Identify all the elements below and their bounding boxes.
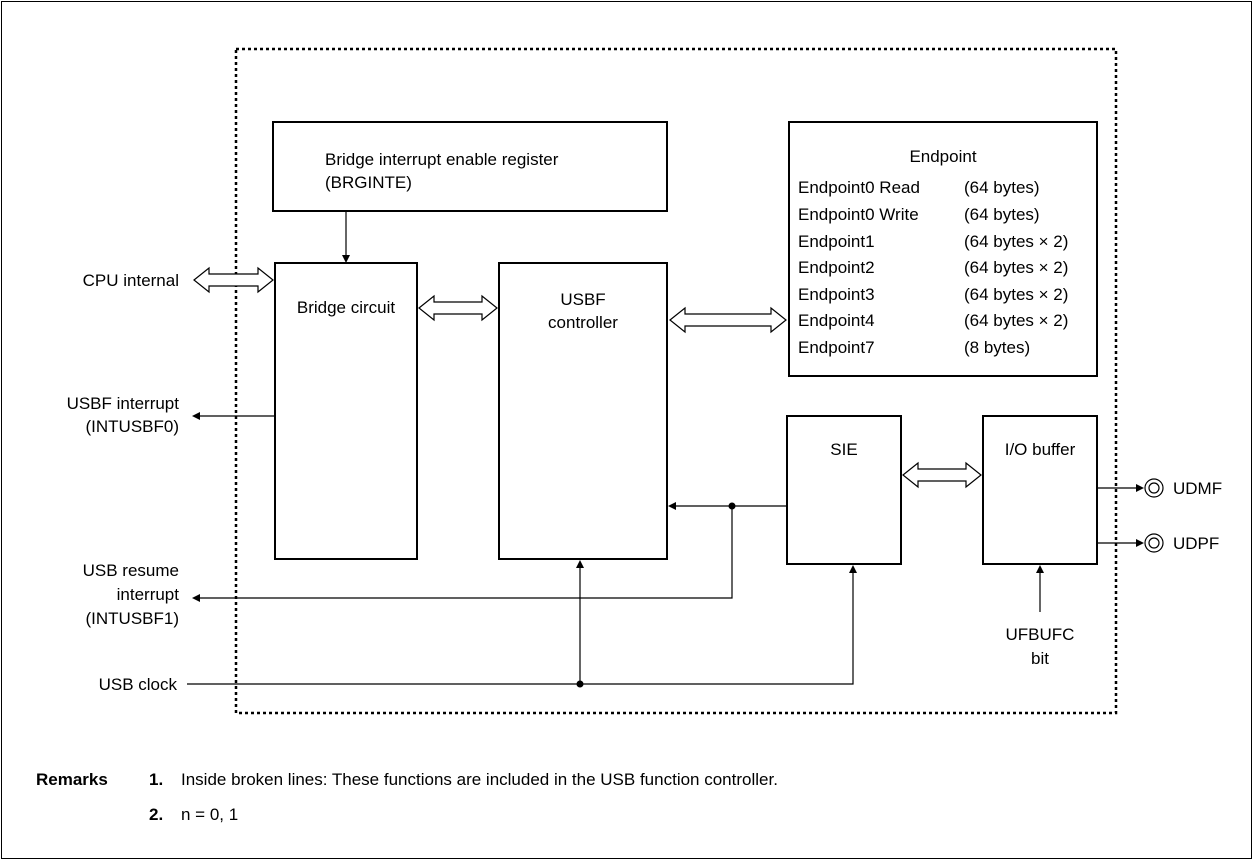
endpoint-row-name: Endpoint0 Read: [798, 178, 920, 197]
usb-clock-line: [187, 573, 854, 685]
cpu-internal-double-arrow: [193, 266, 274, 294]
endpoint-row-size: (64 bytes × 2): [964, 232, 1068, 251]
endpoint-row-size: (64 bytes × 2): [964, 258, 1068, 277]
resume-interrupt-label-line3: (INTUSBF1): [86, 609, 180, 628]
sie-box: [786, 415, 902, 565]
ufbufc-label-line2: bit: [1031, 649, 1049, 668]
resume-interrupt-line: [200, 506, 733, 599]
bridge-circuit-box: [274, 262, 418, 560]
usbf-controller-box: [498, 262, 668, 560]
brginte-register-box: [272, 121, 668, 212]
resume-interrupt-arrowhead: [192, 594, 200, 602]
udpf-arrowhead: [1136, 539, 1144, 547]
remark-number: 1.: [149, 770, 164, 789]
io-buffer-label: I/O buffer: [1005, 440, 1076, 459]
endpoint-row-size: (64 bytes): [964, 205, 1040, 224]
usbf-interrupt-label-line1: USBF interrupt: [67, 394, 180, 413]
endpoint-row-name: Endpoint7: [798, 338, 875, 357]
sie-iobuffer-double-arrow: [902, 461, 982, 489]
usbf-interrupt-arrowhead: [192, 412, 200, 420]
ufbufc-label-line1: UFBUFC: [1006, 625, 1075, 644]
remark-text: n = 0, 1: [181, 805, 239, 824]
remarks-heading: Remarks: [36, 770, 108, 789]
endpoint-row-size: (8 bytes): [964, 338, 1030, 357]
endpoint-row-name: Endpoint0 Write: [798, 205, 919, 224]
remark-text: Inside broken lines: These functions are…: [181, 770, 778, 789]
brginte-label-line1: Bridge interrupt enable register: [325, 150, 559, 169]
clock-junction-dot: [576, 680, 584, 688]
endpoint-box: [788, 121, 1098, 377]
endpoint-row-name: Endpoint4: [798, 311, 875, 330]
usb-function-controller-boundary: [234, 47, 1118, 715]
endpoint-row-name: Endpoint1: [798, 232, 875, 251]
usbf-controller-label-line1: USBF: [560, 290, 605, 309]
endpoint-row-name: Endpoint3: [798, 285, 875, 304]
sie-label: SIE: [830, 440, 857, 459]
endpoint-title: Endpoint: [909, 147, 976, 166]
io-buffer-box: [982, 415, 1098, 565]
udpf-label: UDPF: [1173, 534, 1219, 553]
udmf-arrowhead: [1136, 484, 1144, 492]
usbf-controller-label-line2: controller: [548, 313, 618, 332]
udmf-label: UDMF: [1173, 479, 1222, 498]
brginte-label-line2: (BRGINTE): [325, 173, 412, 192]
resume-interrupt-label-line1: USB resume: [83, 561, 179, 580]
bridge-circuit-label: Bridge circuit: [297, 298, 396, 317]
sie-to-usbf-arrowhead: [668, 502, 676, 510]
endpoint-row-size: (64 bytes): [964, 178, 1040, 197]
udpf-terminal-inner: [1148, 537, 1160, 549]
usbf-endpoint-double-arrow: [669, 306, 787, 334]
usb-clock-label: USB clock: [99, 675, 178, 694]
udmf-terminal-inner: [1148, 482, 1160, 494]
resume-interrupt-label-line2: interrupt: [117, 585, 180, 604]
remark-number: 2.: [149, 805, 164, 824]
usbf-interrupt-label-line2: (INTUSBF0): [86, 417, 180, 436]
endpoint-row-size: (64 bytes × 2): [964, 285, 1068, 304]
brginte-to-bridge-arrowhead: [342, 255, 350, 263]
endpoint-rows: Endpoint0 Read (64 bytes) Endpoint0 Writ…: [798, 178, 1068, 357]
usb-clock-to-usbf-arrowhead: [576, 560, 584, 568]
ufbufc-arrowhead: [1036, 565, 1044, 573]
usb-clock-to-sie-arrowhead: [849, 565, 857, 573]
endpoint-row-size: (64 bytes × 2): [964, 311, 1068, 330]
bridge-usbf-double-arrow: [418, 294, 498, 322]
endpoint-row-name: Endpoint2: [798, 258, 875, 277]
cpu-internal-label: CPU internal: [83, 271, 179, 290]
